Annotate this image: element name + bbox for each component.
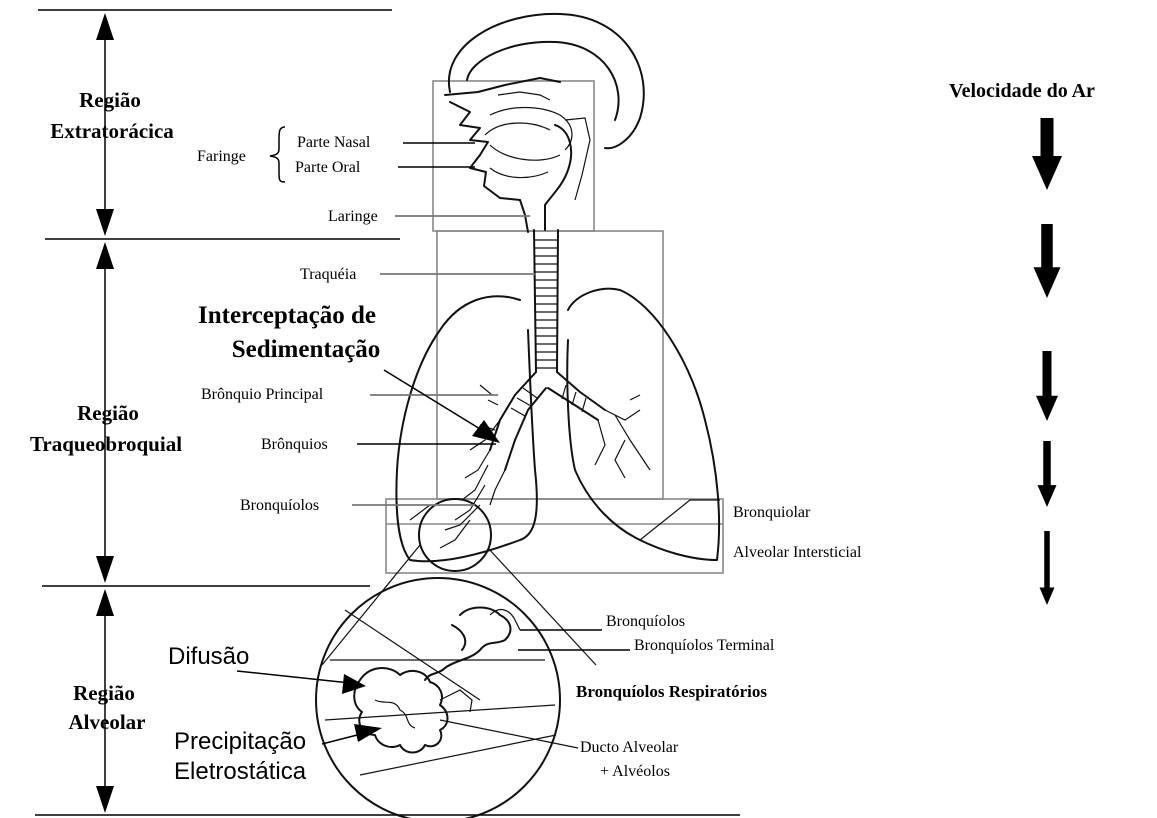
ducto-alveolar-label-2: + Alvéolos (600, 763, 670, 780)
head-illustration (445, 14, 644, 232)
traqueia-label: Traquéia (300, 266, 356, 283)
region-alveolar-label-2: Alveolar (69, 710, 146, 734)
diffusion-label: Difusão (168, 643, 249, 670)
bronquiolos-terminal-label: Bronquíolos Terminal (634, 637, 775, 654)
faringe-label: Faringe (197, 148, 246, 165)
mechanism-labels: Interceptação de Sedimentação Difusão Pr… (168, 302, 500, 785)
velocity-title: Velocidade do Ar (949, 80, 1095, 102)
bronquiolar-label: Bronquiolar (733, 504, 811, 521)
bronquio-principal-label: Brônquio Principal (201, 386, 324, 403)
velocity-arrow (1040, 531, 1055, 605)
bronquiolos-zoom-label: Bronquíolos (606, 613, 685, 630)
velocity-arrows (1032, 118, 1062, 605)
region-tracheobronchial-label-2: Traqueobroquial (30, 432, 182, 456)
parte-nasal-label: Parte Nasal (297, 134, 371, 151)
region-alveolar-label-1: Região (73, 681, 135, 705)
trachea-illustration (490, 230, 605, 470)
parte-oral-label: Parte Oral (295, 159, 361, 176)
region-extrathoracic-label-2: Extratorácica (50, 119, 174, 143)
laringe-label: Laringe (328, 208, 378, 225)
bronquiolos-respiratorios-label: Bronquíolos Respiratórios (576, 682, 767, 701)
electrostatic-label-1: Precipitação (174, 728, 306, 755)
region-extrathoracic-label-1: Região (79, 88, 141, 112)
electrostatic-label-2: Eletrostática (174, 758, 307, 785)
region-boxes (386, 81, 723, 573)
region-tracheobronchial-label-1: Região (77, 401, 139, 425)
velocity-arrow (1038, 441, 1057, 507)
alveolar-intersticial-label: Alveolar Intersticial (733, 544, 862, 561)
interception-label-2: Sedimentação (232, 336, 381, 363)
velocity-arrow (1034, 224, 1061, 298)
ducto-alveolar-label-1: Ducto Alveolar (580, 739, 679, 756)
bronquios-label: Brônquios (261, 436, 328, 453)
interception-label-1: Interceptação de (198, 302, 376, 329)
region-labels: Região Extratorácica Região Traqueobroqu… (30, 88, 182, 734)
arrow-up-head (96, 13, 114, 40)
velocity-arrow (1036, 351, 1058, 421)
velocity-arrow (1032, 118, 1062, 190)
anatomy-labels: Faringe Parte Nasal Parte Oral Laringe T… (197, 127, 862, 780)
arrow-down-head (96, 209, 114, 236)
magnifier-illustration (316, 499, 596, 818)
air-velocity-panel: Velocidade do Ar (949, 80, 1095, 605)
bronquiolos-label: Bronquíolos (240, 497, 319, 514)
